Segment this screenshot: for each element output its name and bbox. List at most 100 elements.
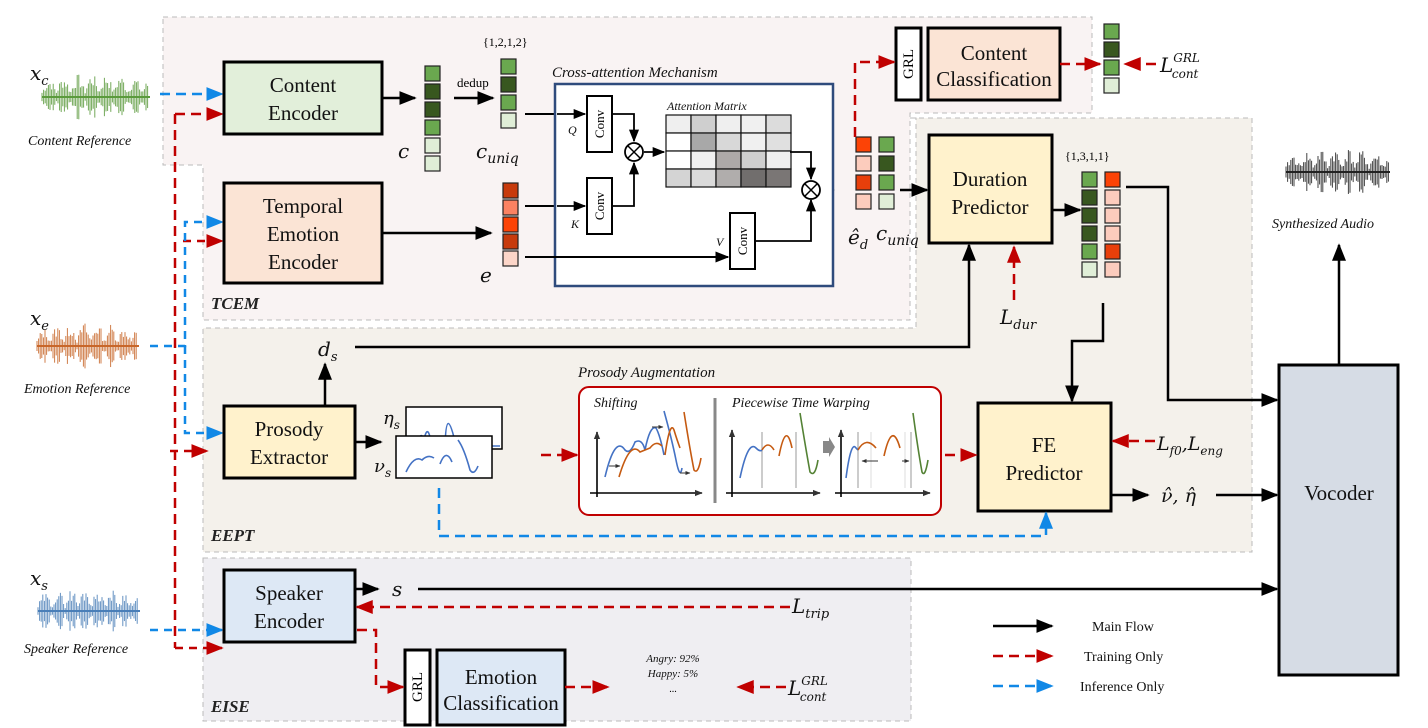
duration-predictor-block[interactable]: Duration Predictor [927,133,1054,245]
multiply-icon-1 [624,142,644,162]
conv-v: Conv [729,212,756,270]
attention-cell [665,114,692,134]
legend-main-flow: Main Flow [993,619,1155,635]
synthesized-audio-waveform [1285,150,1390,194]
prosody-augmentation-title: Prosody Augmentation [577,365,715,381]
content-reference-caption: Content Reference [28,134,131,149]
vector-cell [500,94,517,111]
vector-cell [502,250,519,267]
content-classification-output-vector [1103,23,1120,94]
duration-predictor-label-2: Predictor [952,195,1029,219]
vocoder-label: Vocoder [1304,481,1374,505]
conv-k: Conv [586,177,613,235]
vector-cell [1103,41,1120,58]
speaker-encoder-block[interactable]: Speaker Encoder [222,568,357,644]
emotion-cls-label-1: Emotion [465,665,538,689]
attention-cell [765,150,792,170]
shifting-label: Shifting [594,396,638,411]
svg-text:Conv: Conv [735,226,750,255]
svg-text:Conv: Conv [592,109,607,138]
vocoder-block[interactable]: Vocoder [1277,363,1400,677]
vector-cell [878,136,895,153]
attention-matrix [665,114,792,188]
content-encoder-label-2: Encoder [268,101,338,125]
content-unique-vector [500,58,517,129]
content-encoder-label-1: Content [270,73,337,97]
expanded-content-vector [1081,171,1098,278]
svg-text:νs: νs [374,456,391,480]
input-routing [150,87,224,655]
content-classification-block[interactable]: Content Classification [926,26,1062,102]
attention-cell [715,150,742,170]
emotion-prob-happy: Happy: 5% [647,668,698,680]
vector-cell [500,112,517,129]
grl-block-top[interactable]: GRL [894,26,923,102]
vector-cell [424,83,441,100]
fe-predictor-label-2: Predictor [1006,461,1083,485]
legend: Main Flow Training Only Inference Only [993,619,1164,695]
emotion-prob-more: ... [669,684,677,695]
emotion-probabilities: Angry: 92% Happy: 5% ... [645,653,699,695]
symbol-s: s [392,577,402,601]
synthesized-audio-caption: Synthesized Audio [1272,217,1374,232]
tee-label-1: Temporal [263,194,343,218]
attention-cell [740,150,767,170]
speaker-input-symbol: xs [30,566,48,594]
v-label: V [716,235,725,249]
emotion-input-symbol: xe [30,306,49,334]
training-arrows [355,55,1156,694]
symbol-c-uniq-2: cuniq [876,221,919,249]
duration-counts: {1,3,1,1} [1065,149,1110,163]
vector-cell [500,58,517,75]
vector-cell [1081,171,1098,188]
cross-attention-mechanism: Cross-attention Mechanism Attention Matr… [552,65,835,288]
temporal-emotion-encoder-block[interactable]: Temporal Emotion Encoder [222,181,384,285]
vector-cell [878,193,895,210]
grl-label-top: GRL [901,49,917,79]
expanded-emotion-vector [1104,171,1121,278]
region-label-eept: EEPT [210,526,255,545]
svg-text:Conv: Conv [592,191,607,220]
prosody-extractor-block[interactable]: Prosody Extractor [222,404,357,480]
fe-predictor-block[interactable]: FE Predictor [976,401,1113,513]
transform-arrow-icon [823,437,835,457]
vector-cell [502,233,519,250]
speaker-reference-caption: Speaker Reference [24,642,128,657]
symbol-nu-eta-hat: ν̂, η̂ [1161,485,1197,507]
symbol-c: c [398,139,409,163]
svg-text:Main Flow: Main Flow [1092,620,1155,635]
vector-cell [855,174,872,191]
cross-attention-title: Cross-attention Mechanism [552,65,718,81]
attention-cell [665,132,692,152]
emotion-classification-block[interactable]: Emotion Classification [435,648,567,727]
attention-cell [690,150,717,170]
vector-cell [1081,189,1098,206]
svg-text:Inference Only: Inference Only [1080,680,1164,695]
attention-cell [740,132,767,152]
fe-predictor-label-1: FE [1032,433,1057,457]
vector-cell [1081,225,1098,242]
content-cls-label-2: Classification [936,67,1052,91]
inference-arrow-fe [437,488,1053,538]
vector-cell [502,199,519,216]
attention-matrix-title: Attention Matrix [666,99,747,113]
attention-cell [765,168,792,188]
prosody-curves: ηs νs [374,406,503,480]
vector-cell [855,155,872,172]
vector-cell [1103,23,1120,40]
symbol-e-d: êd [848,225,868,253]
q-label: Q [568,123,577,137]
tee-label-2: Emotion [267,222,340,246]
attention-cell [690,132,717,152]
grl-label-bottom: GRL [410,672,426,702]
emotion-reference-waveform [36,323,139,369]
content-encoder-block[interactable]: Content Encoder [222,60,384,136]
vector-cell [1103,77,1120,94]
grl-block-bottom[interactable]: GRL [403,648,432,727]
prosody-extractor-label-2: Extractor [250,445,328,469]
aligned-emotion-vector [855,136,872,210]
vector-cell [1081,207,1098,224]
